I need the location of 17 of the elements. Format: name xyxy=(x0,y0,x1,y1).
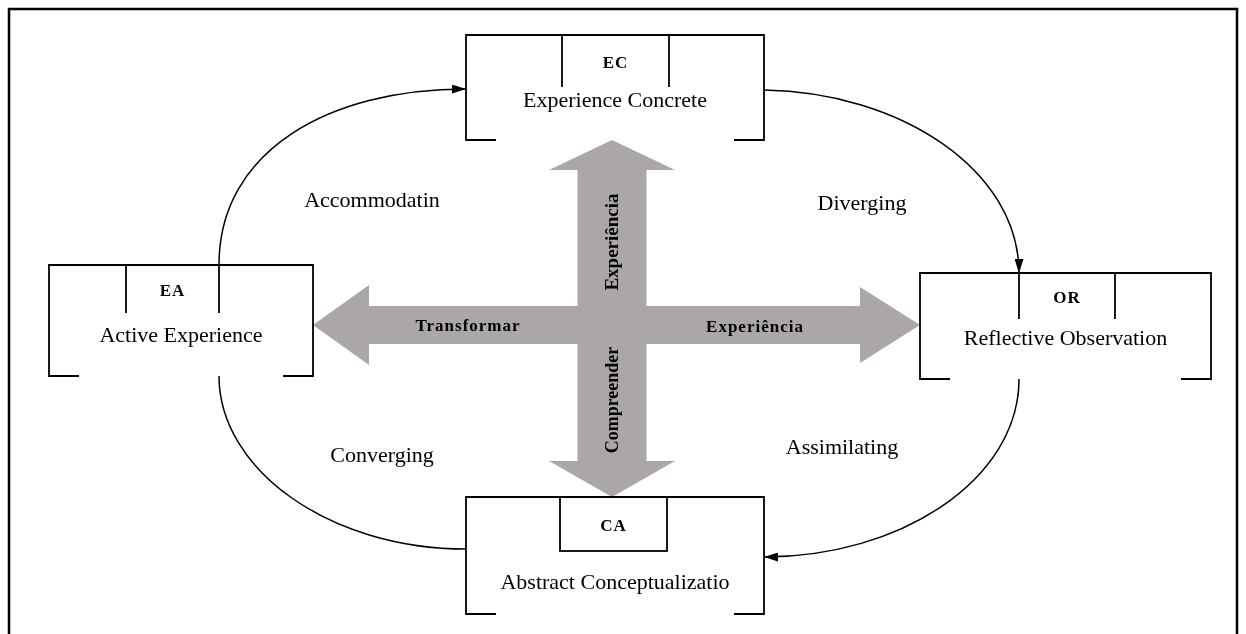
edge-label: Experiência xyxy=(706,317,804,337)
curved-arrow xyxy=(763,378,1020,561)
bracket-box xyxy=(466,35,764,140)
node-code: CA xyxy=(600,516,627,536)
node-code: OR xyxy=(1053,288,1081,308)
bracket-box xyxy=(920,273,1211,379)
node-code: EA xyxy=(159,281,186,301)
curved-line xyxy=(218,375,467,550)
node-title: Reflective Observation xyxy=(962,324,1169,352)
bracket-box xyxy=(466,497,764,614)
curved-arrow xyxy=(763,89,1023,274)
node-title: Active Experience xyxy=(98,321,264,349)
curved-arrow xyxy=(218,85,467,266)
node-title: Abstract Conceptualizatio xyxy=(499,568,731,596)
node-code: EC xyxy=(602,53,629,73)
bracket-box xyxy=(49,265,313,376)
node-title: Experience Concrete xyxy=(522,86,708,114)
